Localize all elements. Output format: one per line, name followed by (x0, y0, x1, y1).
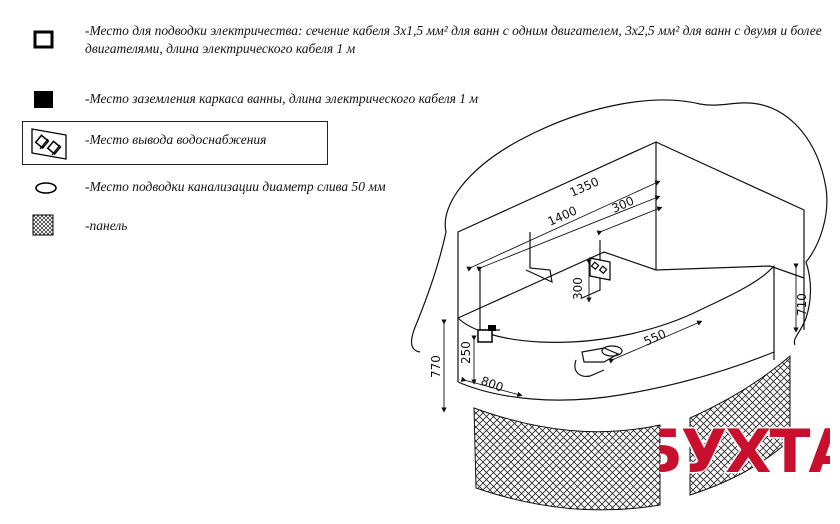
dimension-300-side: 300 (571, 277, 585, 300)
dimension-800: 800 (479, 374, 505, 395)
dimension-1400: 1400 (546, 204, 580, 229)
empty-square-icon (33, 30, 55, 54)
front-panel-right (689, 354, 791, 496)
hatched-square-icon (32, 214, 56, 242)
dimension-1350: 1350 (568, 175, 602, 200)
svg-text:БУХТА: БУХТА (660, 417, 830, 487)
filled-square-icon (33, 90, 55, 114)
legend-item-water: -Место вывода водоснабжения (85, 132, 267, 147)
tub-front-curve (457, 265, 775, 343)
dimension-710: 710 (795, 293, 809, 316)
front-panel-left (473, 407, 661, 511)
drain-body (574, 359, 605, 377)
water-outlet-marker (589, 257, 611, 281)
bukhta-logo: БУХТА (660, 416, 830, 489)
electric-box-marker (477, 329, 493, 343)
back-wall-left (457, 141, 657, 318)
dimension-250: 250 (459, 341, 473, 364)
dimension-770: 770 (429, 355, 443, 378)
oval-icon (34, 180, 58, 199)
legend-highlight-frame (22, 121, 328, 165)
legend-item-panel: -панель (85, 218, 128, 233)
dimension-300-top: 300 (610, 194, 637, 216)
water-outlet-icon (26, 125, 70, 167)
legend-item-grounding: -Место заземления каркаса ванны, длина э… (85, 91, 479, 106)
room-outline (410, 99, 828, 353)
ground-marker (488, 325, 496, 331)
tub-front-wall (457, 266, 775, 382)
tub-front-bottom (457, 351, 775, 401)
back-wall-right (655, 141, 805, 330)
tub-rim-back (457, 251, 805, 319)
legend-item-electricity: -Место для подводки электричества: сечен… (85, 23, 822, 56)
legend-item-drain: -Место подводки канализации диаметр слив… (85, 179, 386, 194)
